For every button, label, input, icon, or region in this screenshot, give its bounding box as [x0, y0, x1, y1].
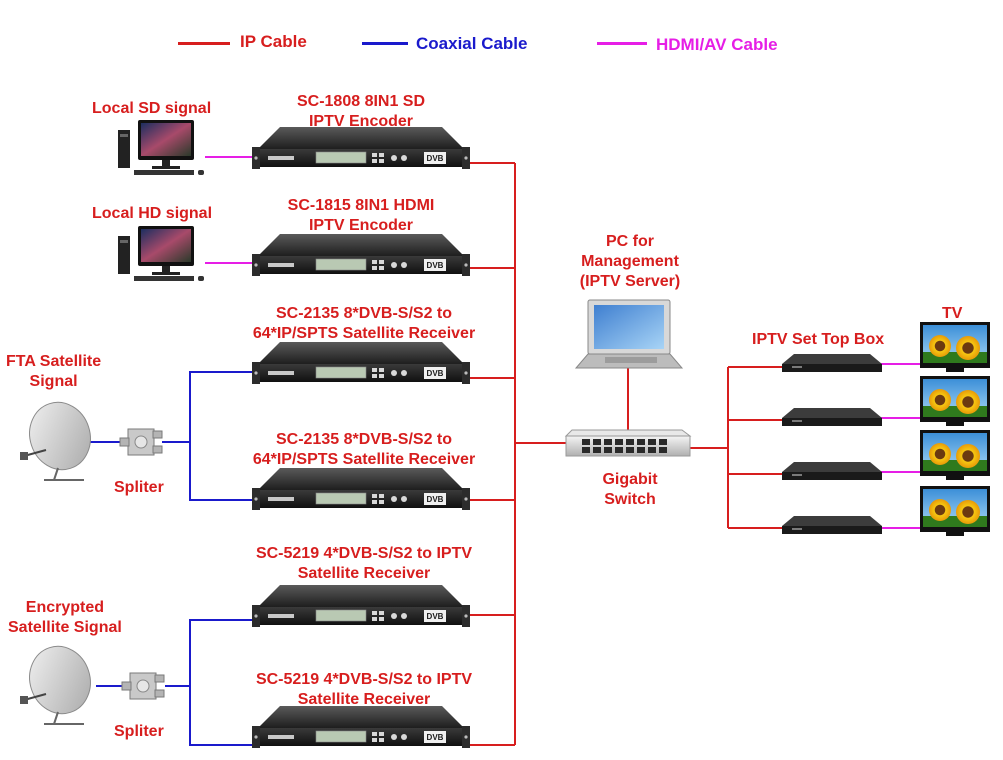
splitter-encrypted: [121, 672, 165, 700]
label-spliter-fta: Spliter: [114, 479, 164, 496]
front-panel-logo: DVB: [427, 261, 444, 270]
legend-coax-label: Coaxial Cable: [416, 34, 528, 53]
front-panel-logo: DVB: [427, 369, 444, 378]
label-enc-line2: Satellite Signal: [8, 619, 122, 636]
desktop-pc-hd: [118, 226, 204, 281]
label-enc-hd-line2: IPTV Encoder: [308, 217, 414, 234]
switch-port: [648, 439, 656, 445]
front-panel-logo: DVB: [427, 612, 444, 621]
coax-cables: [90, 371, 256, 746]
tv-3: [920, 430, 990, 480]
satellite-dish-fta: [19, 393, 101, 481]
label-spliter-encrypted: Spliter: [114, 723, 164, 740]
front-panel-logo: DVB: [427, 733, 444, 742]
switch-port: [593, 439, 601, 445]
front-panel-logo: DVB: [427, 154, 444, 163]
coax-fta-split: [162, 371, 256, 443]
label-rx2135-a-line2: 64*IP/SPTS Satellite Receiver: [252, 325, 476, 342]
switch-port: [593, 447, 601, 453]
splitter-fta: [119, 428, 163, 456]
desktop-pc-sd: [118, 120, 204, 175]
label-encoder-sc1815: SC-1815 8IN1 HDMI IPTV Encoder: [258, 196, 464, 236]
switch-port: [604, 447, 612, 453]
label-management-pc: PC for Management (IPTV Server): [560, 232, 700, 292]
label-enc-sd-line2: IPTV Encoder: [308, 113, 414, 130]
label-pc-line3: (IPTV Server): [579, 273, 681, 290]
label-fta-line1: FTA Satellite: [6, 353, 102, 370]
switch-port: [604, 439, 612, 445]
set-top-box-2: [782, 408, 882, 426]
legend-coax-swatch: [362, 42, 408, 45]
laptop-management-pc: [574, 299, 684, 369]
coax-enc-split-2: [189, 686, 256, 746]
set-top-box-3: [782, 462, 882, 480]
label-switch-line2: Switch: [604, 491, 656, 508]
label-receiver-sc2135-a: SC-2135 8*DVB-S/S2 to 64*IP/SPTS Satelli…: [236, 304, 492, 344]
switch-port: [582, 439, 590, 445]
label-rx2135-a-line1: SC-2135 8*DVB-S/S2 to: [275, 305, 453, 322]
ip-cables: [466, 162, 782, 746]
label-fta-signal: FTA Satellite Signal: [6, 352, 101, 392]
switch-port: [648, 447, 656, 453]
label-enc-line1: Encrypted: [25, 599, 105, 616]
tv-4: [920, 486, 990, 536]
front-panel-logo: DVB: [427, 495, 444, 504]
label-enc-hd-line1: SC-1815 8IN1 HDMI: [287, 197, 435, 214]
gigabit-switch: [564, 429, 692, 457]
coax-fta-split-2: [189, 442, 256, 501]
label-encrypted-signal: Encrypted Satellite Signal: [8, 598, 122, 638]
label-switch-line1: Gigabit: [602, 471, 658, 488]
label-rx5219-a-line1: SC-5219 4*DVB-S/S2 to IPTV: [255, 545, 473, 562]
switch-port: [615, 447, 623, 453]
label-enc-sd-line1: SC-1808 8IN1 SD: [296, 93, 426, 110]
label-rx2135-b-line1: SC-2135 8*DVB-S/S2 to: [275, 431, 453, 448]
set-top-box-1: [782, 354, 882, 372]
label-local-hd: Local HD signal: [92, 205, 213, 222]
switch-port: [659, 447, 667, 453]
switch-port: [626, 439, 634, 445]
label-fta-line2: Signal: [29, 373, 78, 390]
label-local-sd: Local SD signal: [92, 100, 212, 117]
switch-port: [659, 439, 667, 445]
hdmi-cables: [205, 156, 920, 529]
legend-hdmi-label: HDMI/AV Cable: [656, 35, 778, 54]
label-tv: TV: [942, 305, 963, 322]
label-set-top-box: IPTV Set Top Box: [752, 331, 885, 348]
label-rx5219-a-line2: Satellite Receiver: [297, 565, 431, 582]
switch-port: [582, 447, 590, 453]
label-pc-line1: PC for: [606, 233, 654, 250]
tv-2: [920, 376, 990, 426]
switch-port: [637, 439, 645, 445]
label-pc-line2: Management: [581, 253, 679, 270]
switch-port: [615, 439, 623, 445]
set-top-box-4: [782, 516, 882, 534]
label-encoder-sc1808: SC-1808 8IN1 SD IPTV Encoder: [258, 92, 464, 132]
label-receiver-sc5219-a: SC-5219 4*DVB-S/S2 to IPTV Satellite Rec…: [236, 544, 492, 584]
label-rx2135-b-line2: 64*IP/SPTS Satellite Receiver: [252, 451, 476, 468]
label-rx5219-b-line2: Satellite Receiver: [297, 691, 431, 708]
legend-ip-swatch: [178, 42, 230, 45]
label-receiver-sc2135-b: SC-2135 8*DVB-S/S2 to 64*IP/SPTS Satelli…: [236, 430, 492, 470]
legend-ip-label: IP Cable: [240, 32, 307, 51]
tv-1: [920, 322, 990, 372]
coax-enc-split: [165, 619, 256, 687]
switch-port: [637, 447, 645, 453]
satellite-dish-encrypted: [19, 637, 101, 725]
legend-hdmi-swatch: [597, 42, 647, 45]
label-rx5219-b-line1: SC-5219 4*DVB-S/S2 to IPTV: [255, 671, 473, 688]
switch-port: [626, 447, 634, 453]
label-gigabit-switch: Gigabit Switch: [578, 470, 682, 510]
label-receiver-sc5219-b: SC-5219 4*DVB-S/S2 to IPTV Satellite Rec…: [236, 670, 492, 710]
